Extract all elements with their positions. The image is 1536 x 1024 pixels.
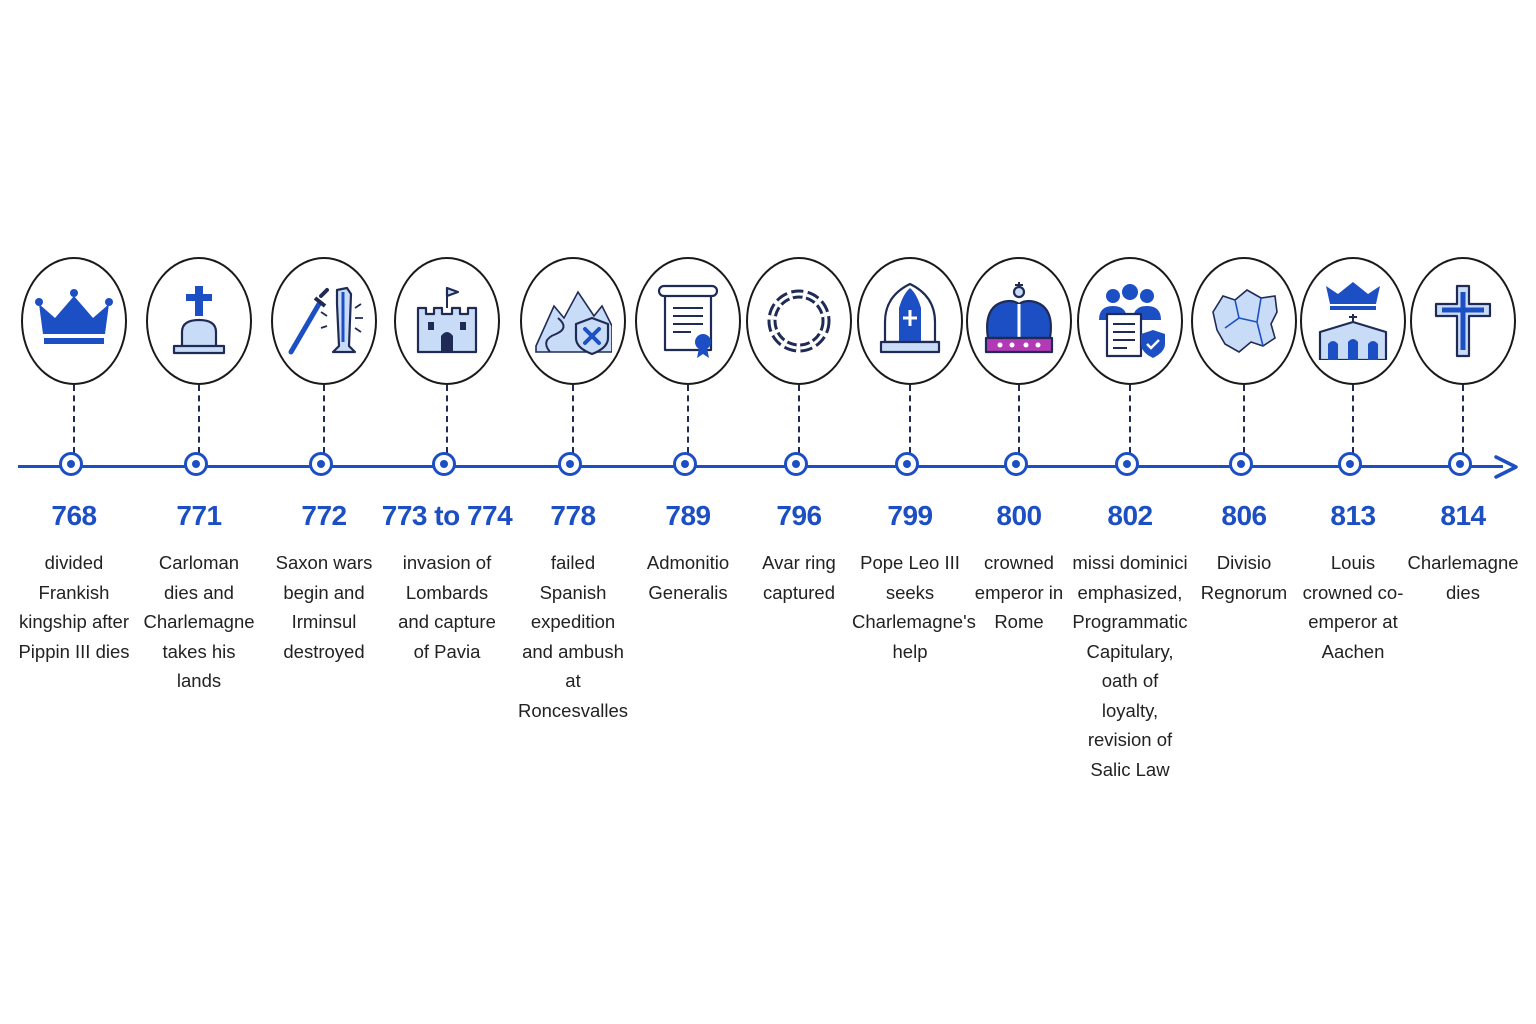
timeline-node <box>1229 452 1253 476</box>
event-year: 813 <box>1330 500 1376 531</box>
timeline-node <box>673 452 697 476</box>
mountain-shield-icon <box>535 290 612 356</box>
event-year: 806 <box>1221 500 1267 531</box>
timeline-node <box>784 452 808 476</box>
event-description: crowned emperor in Rome <box>974 552 1064 632</box>
event-description: invasion of Lombards and capture of Pavi… <box>398 552 496 662</box>
event-description: Avar ring captured <box>762 552 836 603</box>
crown-icon <box>35 289 113 344</box>
mitre-icon <box>879 282 941 354</box>
event-description: Admonitio Generalis <box>646 552 730 603</box>
event-description: Carloman dies and Charlemagne takes his … <box>143 552 255 691</box>
imperial-crown-icon <box>984 282 1054 354</box>
event-icon-badge <box>1300 257 1406 385</box>
grave-icon <box>172 286 226 355</box>
event-icon-badge <box>746 257 852 385</box>
event-year: 773 to 774 <box>381 500 513 531</box>
timeline-node <box>59 452 83 476</box>
dashed-connector <box>323 385 325 453</box>
event-icon-badge <box>394 257 500 385</box>
timeline-node <box>184 452 208 476</box>
event-year: 800 <box>996 500 1042 531</box>
event-icon-badge <box>857 257 963 385</box>
event-year: 799 <box>887 500 933 531</box>
event-description: Divisio Regnorum <box>1200 552 1288 603</box>
dashed-connector <box>687 385 689 453</box>
event-year: 772 <box>301 500 347 531</box>
timeline-node <box>895 452 919 476</box>
event-year: 768 <box>51 500 97 531</box>
chain-ring-icon <box>767 289 831 353</box>
people-document-icon <box>1099 284 1165 358</box>
dashed-connector <box>73 385 75 453</box>
dashed-connector <box>1352 385 1354 453</box>
event-year: 814 <box>1440 500 1486 531</box>
arrow-head-icon <box>1494 455 1518 479</box>
event-icon-badge <box>635 257 741 385</box>
scroll-icon <box>657 284 719 358</box>
dashed-connector <box>1243 385 1245 453</box>
sword-pillar-icon <box>288 286 363 355</box>
timeline-axis <box>18 465 1503 468</box>
dashed-connector <box>798 385 800 453</box>
event-icon-badge <box>1191 257 1297 385</box>
event-icon-badge <box>21 257 127 385</box>
event-icon-badge <box>146 257 252 385</box>
event-description: missi dominici emphasized, Programmatic … <box>1072 552 1188 780</box>
event-icon-badge <box>1077 257 1183 385</box>
event-year: 789 <box>665 500 711 531</box>
event-description: divided Frankish kingship after Pippin I… <box>18 552 130 662</box>
event-year: 771 <box>176 500 222 531</box>
event-description: Pope Leo III seeks Charlemagne's help <box>852 552 976 662</box>
event-year: 796 <box>776 500 822 531</box>
dashed-connector <box>572 385 574 453</box>
timeline-node <box>309 452 333 476</box>
dashed-connector <box>1462 385 1464 453</box>
map-icon <box>1212 289 1278 353</box>
dashed-connector <box>198 385 200 453</box>
event-icon-badge <box>966 257 1072 385</box>
dashed-connector <box>446 385 448 453</box>
timeline-node <box>1004 452 1028 476</box>
event-icon-badge <box>271 257 377 385</box>
event-icon-badge <box>520 257 626 385</box>
event-description: Charlemagne dies <box>1407 552 1519 603</box>
timeline-node <box>1338 452 1362 476</box>
event-description: Louis crowned co-emperor at Aachen <box>1302 552 1404 662</box>
crown-church-icon <box>1318 282 1388 360</box>
dashed-connector <box>909 385 911 453</box>
event-description: failed Spanish expedition and ambush at … <box>517 552 629 721</box>
cross-icon <box>1434 284 1492 358</box>
timeline-node <box>1448 452 1472 476</box>
timeline-node <box>558 452 582 476</box>
event-year: 778 <box>550 500 596 531</box>
castle-icon <box>416 286 478 354</box>
event-year: 802 <box>1107 500 1153 531</box>
timeline-node <box>1115 452 1139 476</box>
timeline-node <box>432 452 456 476</box>
dashed-connector <box>1018 385 1020 453</box>
event-description: Saxon wars begin and Irminsul destroyed <box>275 552 373 662</box>
event-icon-badge <box>1410 257 1516 385</box>
dashed-connector <box>1129 385 1131 453</box>
